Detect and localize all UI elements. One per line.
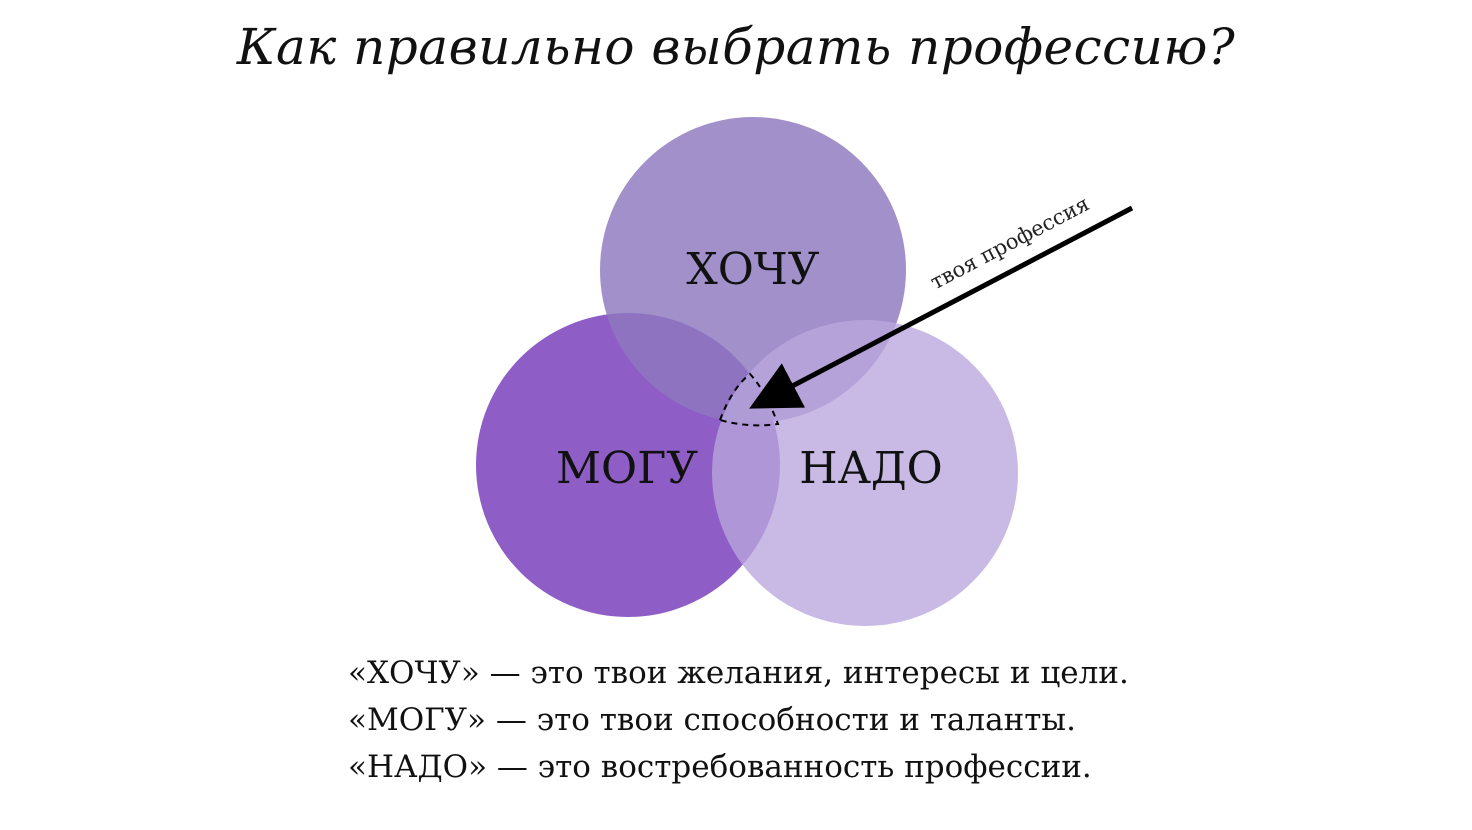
- circle-can-label: МОГУ: [556, 443, 698, 494]
- profession-arrow: [749, 205, 1134, 409]
- legend-list: «ХОЧУ» — это твои желания, интересы и це…: [348, 650, 1129, 791]
- legend-item-need: «НАДО» — это востребованность профессии.: [348, 749, 1092, 785]
- legend-item-want: «ХОЧУ» — это твои желания, интересы и це…: [348, 655, 1129, 691]
- circle-want-label: ХОЧУ: [686, 244, 819, 295]
- legend-item-can: «МОГУ» — это твои способности и таланты.: [348, 702, 1076, 738]
- circle-need-label: НАДО: [799, 443, 943, 494]
- page-title: Как правильно выбрать профессию?: [236, 18, 1236, 76]
